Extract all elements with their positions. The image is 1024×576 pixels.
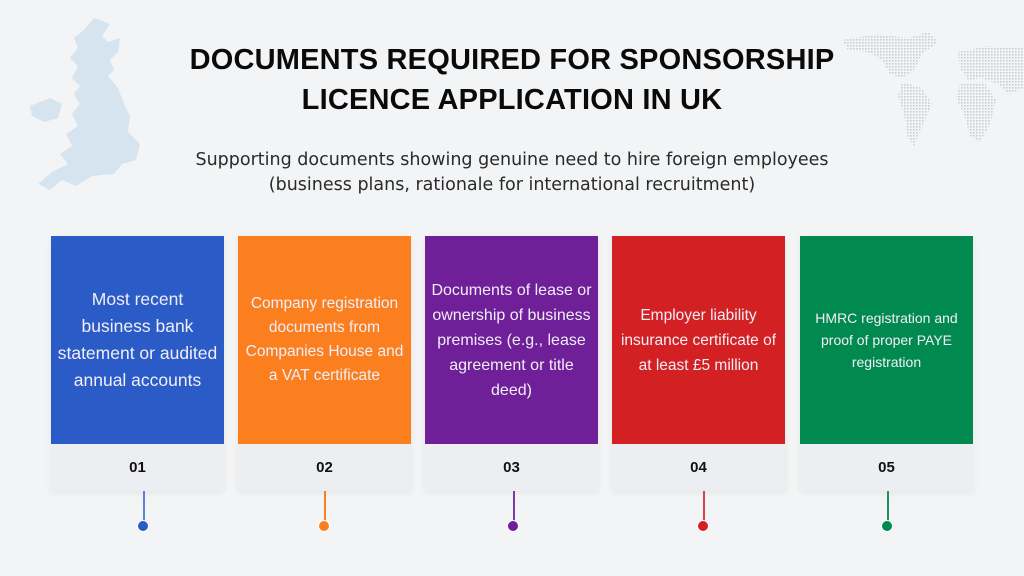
document-card-04: Employer liability insurance certificate… xyxy=(612,236,785,491)
connector-line xyxy=(887,491,889,521)
timeline-dot xyxy=(697,520,709,532)
world-map-icon xyxy=(842,32,1024,146)
card-number: 02 xyxy=(238,444,411,491)
uk-map-icon xyxy=(30,18,140,190)
timeline-dot xyxy=(318,520,330,532)
card-number: 05 xyxy=(800,444,973,491)
subtitle-line-1: Supporting documents showing genuine nee… xyxy=(195,150,829,170)
document-card-02: Company registration documents from Comp… xyxy=(238,236,411,491)
subtitle: Supporting documents showing genuine nee… xyxy=(0,148,1024,198)
document-card-01: Most recent business bank statement or a… xyxy=(51,236,224,491)
timeline-dot xyxy=(137,520,149,532)
card-number: 03 xyxy=(425,444,598,491)
connector-line xyxy=(324,491,326,521)
card-text: HMRC registration and proof of proper PA… xyxy=(800,236,973,444)
document-card-03: Documents of lease or ownership of busin… xyxy=(425,236,598,491)
connector-line xyxy=(513,491,515,521)
title-line-1: DOCUMENTS REQUIRED FOR SPONSORSHIP xyxy=(189,44,835,76)
title-line-2: LICENCE APPLICATION IN UK xyxy=(301,84,723,116)
card-number: 01 xyxy=(51,444,224,491)
card-text: Employer liability insurance certificate… xyxy=(612,236,785,444)
card-number: 04 xyxy=(612,444,785,491)
timeline-dot xyxy=(507,520,519,532)
card-text: Company registration documents from Comp… xyxy=(238,236,411,444)
connector-line xyxy=(703,491,705,521)
subtitle-line-2: (business plans, rationale for internati… xyxy=(268,175,756,195)
connector-line xyxy=(143,491,145,521)
document-card-05: HMRC registration and proof of proper PA… xyxy=(800,236,973,491)
timeline-dot xyxy=(881,520,893,532)
card-text: Most recent business bank statement or a… xyxy=(51,236,224,444)
card-text: Documents of lease or ownership of busin… xyxy=(425,236,598,444)
page-title: DOCUMENTS REQUIRED FOR SPONSORSHIP LICEN… xyxy=(0,40,1024,120)
